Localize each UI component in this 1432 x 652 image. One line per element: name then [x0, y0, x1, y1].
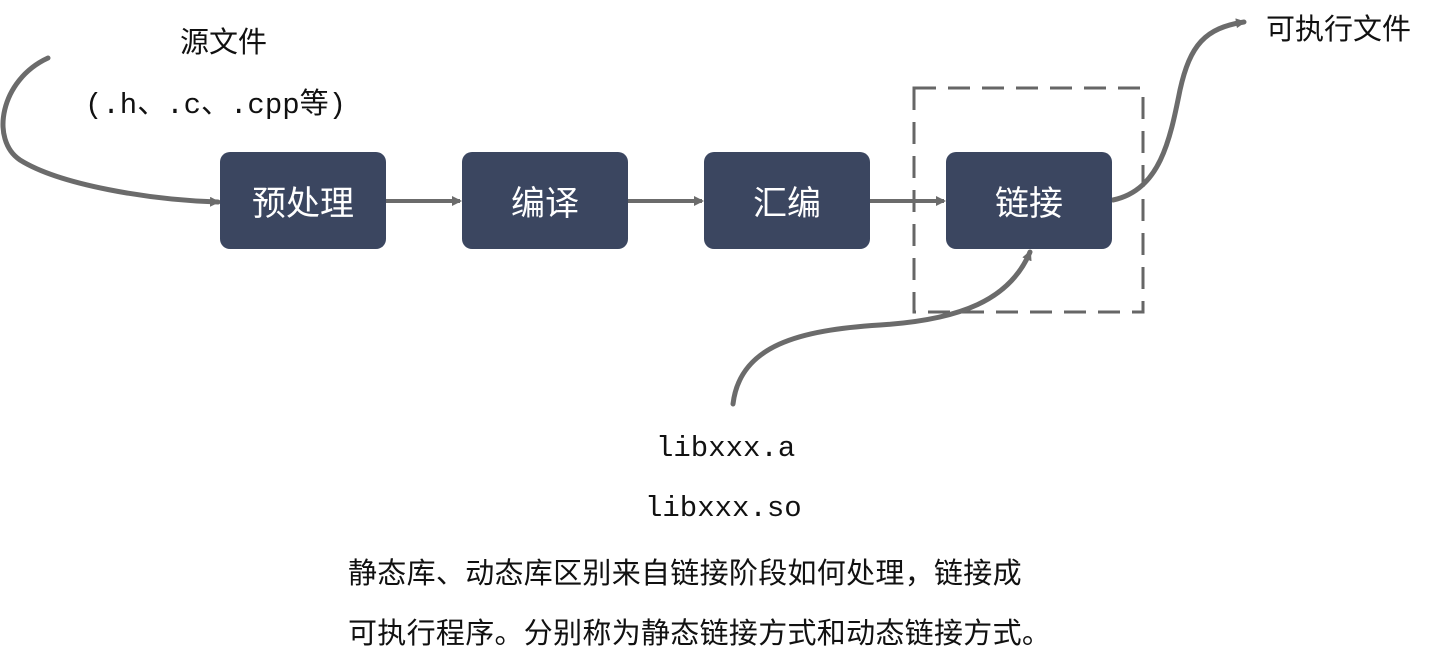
stage-link: 链接	[946, 152, 1112, 249]
dynamic-library-label: libxxx.so	[645, 492, 802, 525]
source-file-title: 源文件	[180, 25, 268, 59]
source-input-arrow	[0, 55, 221, 207]
library-input-arrow	[730, 249, 1033, 407]
stage-preprocess: 预处理	[220, 152, 386, 249]
static-library-label: libxxx.a	[656, 432, 796, 465]
executable-output-arrow	[1110, 18, 1247, 203]
stage-compile: 编译	[462, 152, 628, 249]
executable-label: 可执行文件	[1266, 12, 1412, 46]
caption-line-2: 可执行程序。分别称为静态链接方式和动态链接方式。	[348, 616, 1052, 650]
caption-line-1: 静态库、动态库区别来自链接阶段如何处理，链接成	[348, 556, 1022, 590]
stage-assemble: 汇编	[704, 152, 870, 249]
source-file-extensions: (.h、.c、.cpp等)	[85, 89, 347, 122]
